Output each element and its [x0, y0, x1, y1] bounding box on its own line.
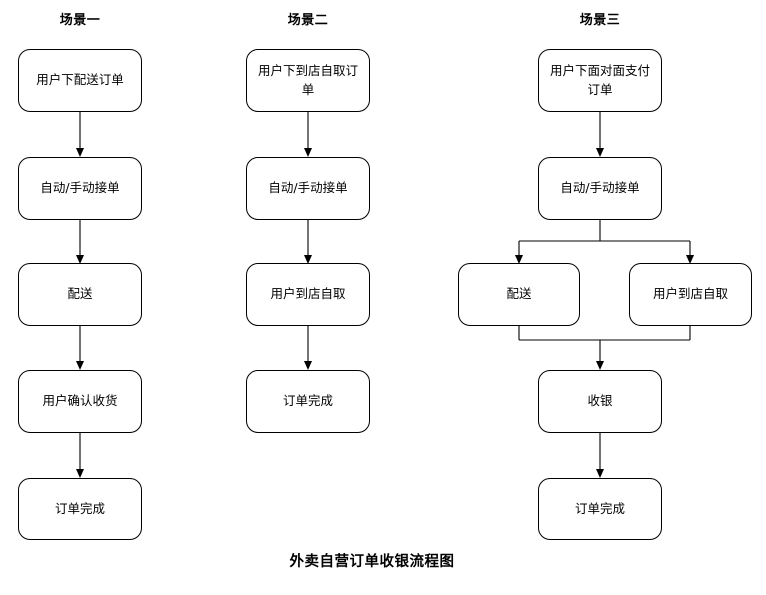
node-c3-cashier[interactable]: 收银 — [538, 370, 662, 433]
node-c1-auto-manual-accept[interactable]: 自动/手动接单 — [18, 157, 142, 220]
arrowhead-c2n1-c2n2 — [304, 148, 312, 157]
node-c1-user-confirm-receipt[interactable]: 用户确认收货 — [18, 370, 142, 433]
node-c3-delivery[interactable]: 配送 — [458, 263, 580, 326]
node-c1-order-complete[interactable]: 订单完成 — [18, 478, 142, 540]
node-label: 用户下配送订单 — [36, 72, 124, 88]
node-c3-order-complete[interactable]: 订单完成 — [538, 478, 662, 540]
arrowhead-c3-merge-stem — [596, 361, 604, 370]
node-c3-user-pickup-in-store[interactable]: 用户到店自取 — [629, 263, 752, 326]
diagram-title: 外卖自营订单收银流程图 — [289, 554, 455, 570]
node-label: 自动/手动接单 — [40, 180, 120, 196]
node-label: 配送 — [506, 286, 532, 302]
node-c3-auto-manual-accept[interactable]: 自动/手动接单 — [538, 157, 662, 220]
arrowhead-c3n1-c3n2 — [596, 148, 604, 157]
node-label: 订单完成 — [54, 500, 105, 516]
node-c2-auto-manual-accept[interactable]: 自动/手动接单 — [246, 157, 370, 220]
node-label: 用户下到店自取订单 — [257, 63, 358, 97]
arrowhead-c1n1-c1n2 — [76, 148, 84, 157]
arrowhead-c1n4-c1n5 — [76, 469, 84, 478]
node-c1-user-places-delivery-order[interactable]: 用户下配送订单 — [18, 49, 142, 112]
node-label: 自动/手动接单 — [268, 180, 348, 196]
node-label: 配送 — [67, 286, 93, 302]
arrowhead-c3n5-c3n6 — [596, 469, 604, 478]
node-label: 用户确认收货 — [42, 393, 118, 409]
arrowhead-c1n3-c1n4 — [76, 361, 84, 370]
node-c3-user-places-facetoface-payment-order[interactable]: 用户下面对面支付订单 — [538, 49, 662, 112]
node-label: 用户到店自取 — [652, 286, 728, 302]
column-header-scenario-1: 场景一 — [59, 13, 101, 28]
node-label: 用户下面对面支付订单 — [549, 63, 650, 97]
node-c2-user-places-pickup-order[interactable]: 用户下到店自取订单 — [246, 49, 370, 112]
node-label: 自动/手动接单 — [560, 180, 640, 196]
node-c2-order-complete[interactable]: 订单完成 — [246, 370, 370, 433]
node-label: 收银 — [587, 393, 613, 409]
arrowhead-c2n3-c2n4 — [304, 361, 312, 370]
node-c2-user-pickup-in-store[interactable]: 用户到店自取 — [246, 263, 370, 326]
node-label: 订单完成 — [282, 393, 333, 409]
column-header-scenario-2: 场景二 — [287, 13, 329, 28]
node-c1-delivery[interactable]: 配送 — [18, 263, 142, 326]
node-label: 订单完成 — [574, 500, 625, 516]
node-label: 用户到店自取 — [270, 286, 346, 302]
column-header-scenario-3: 场景三 — [579, 13, 621, 28]
